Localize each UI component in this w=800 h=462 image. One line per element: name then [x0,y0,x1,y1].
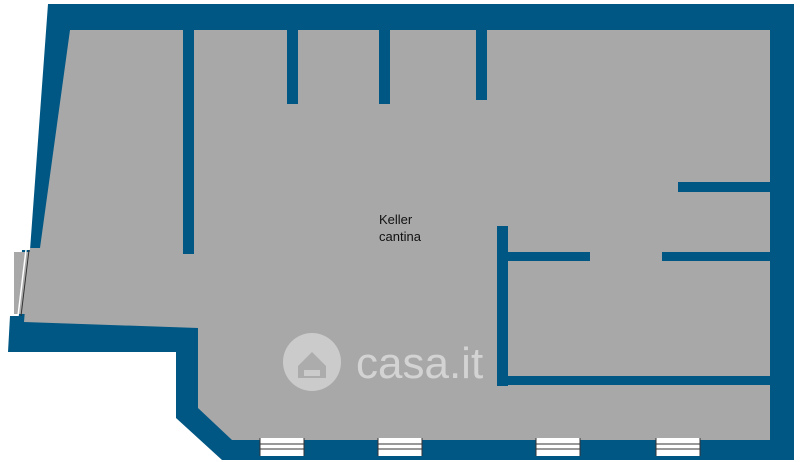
house-icon-shape [298,352,326,378]
entrance-door-gap [14,252,34,314]
partition-wall [497,376,772,385]
watermark: casa.it [283,333,483,391]
window [377,438,423,456]
watermark-text: casa.it [356,339,483,388]
window [655,438,701,456]
window [535,438,581,456]
partition-wall [678,182,772,192]
room-label-line1: Keller [379,212,413,227]
partition-wall [662,252,772,261]
partition-wall [497,252,590,261]
partition-wall [476,26,487,100]
partition-wall [379,26,390,104]
entrance-door [17,249,27,317]
partition-wall [497,226,508,386]
entrance-door-edge [20,249,30,317]
partition-wall [287,26,298,104]
floor-area [24,30,770,440]
window [259,438,305,456]
room-label-line2: cantina [379,229,422,244]
partition-wall [183,26,194,254]
